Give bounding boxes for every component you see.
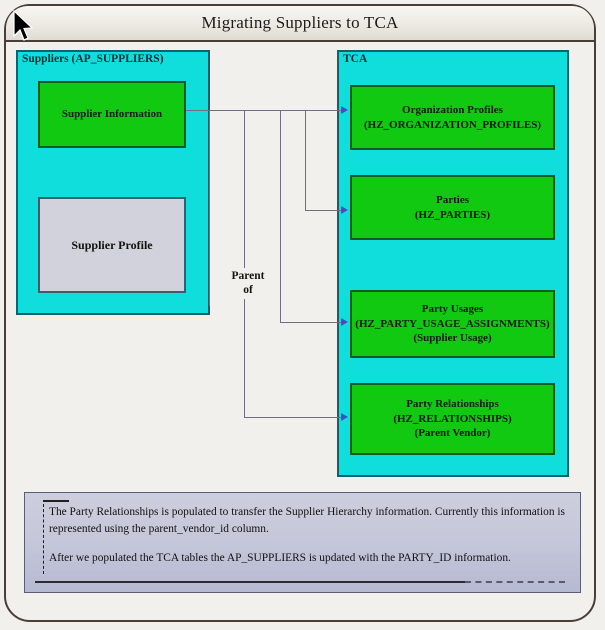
box-line: Party Usages [421,302,484,315]
note-bottom-rule [35,581,465,583]
box-supplier-information[interactable]: Supplier Information [38,81,186,148]
box-line: Supplier Profile [71,237,153,252]
connector-trunk-horizontal [186,110,346,111]
page-title: Migrating Suppliers to TCA [201,13,399,32]
connector-party-relationships-vertical [244,110,245,417]
box-supplier-profile[interactable]: Supplier Profile [38,197,186,293]
note-box: The Party Relationships is populated to … [24,492,581,593]
note-tick-mark [43,500,69,502]
connector-party-usages-vertical [280,110,281,322]
box-party-relationships[interactable]: Party Relationships (HZ_RELATIONSHIPS) (… [350,383,555,455]
box-parties[interactable]: Parties (HZ_PARTIES) [350,175,555,240]
connector-stub-vertical [209,110,210,306]
note-paragraph-2: After we populated the TCA tables the AP… [49,552,511,565]
box-line: (Supplier Usage) [413,332,492,345]
note-bottom-rule-dashed [465,581,565,583]
connector-party-relationships-horizontal [244,417,346,418]
title-band: Migrating Suppliers to TCA [6,6,594,42]
box-line: Organization Profiles [402,103,503,116]
box-line: Supplier Information [61,108,163,121]
note-paragraph-1: The Party Relationships is populated to … [49,506,565,535]
connector-party-usages-horizontal [280,322,346,323]
connector-parties-vertical [305,110,306,210]
box-line: (HZ_PARTY_USAGE_ASSIGNMENTS) [355,317,550,330]
connector-parties-horizontal [305,210,346,211]
arrow-to-parties [341,206,348,214]
arrow-to-party-relationships [341,413,348,421]
arrow-to-party-usages [341,318,348,326]
box-line: (HZ_ORGANIZATION_PROFILES) [363,118,542,131]
box-line: (Parent Vendor) [414,427,491,440]
edge-label-parent-of: Parent of [224,268,272,299]
box-party-usages[interactable]: Party Usages (HZ_PARTY_USAGE_ASSIGNMENTS… [350,290,555,358]
box-line: Parties [436,193,469,206]
box-line: Party Relationships [406,397,499,410]
box-line: (HZ_PARTIES) [414,208,491,221]
suppliers-panel-label: Suppliers (AP_SUPPLIERS) [22,53,164,65]
edge-label-line: Parent [231,270,265,282]
box-organization-profiles[interactable]: Organization Profiles (HZ_ORGANIZATION_P… [350,85,555,150]
edge-label-line: of [243,284,253,297]
note-dashed-bracket [43,504,44,574]
box-line: (HZ_RELATIONSHIPS) [393,412,512,425]
arrow-to-organization-profiles [341,106,348,114]
note-text: The Party Relationships is populated to … [49,504,571,580]
tca-panel-label: TCA [343,53,368,65]
